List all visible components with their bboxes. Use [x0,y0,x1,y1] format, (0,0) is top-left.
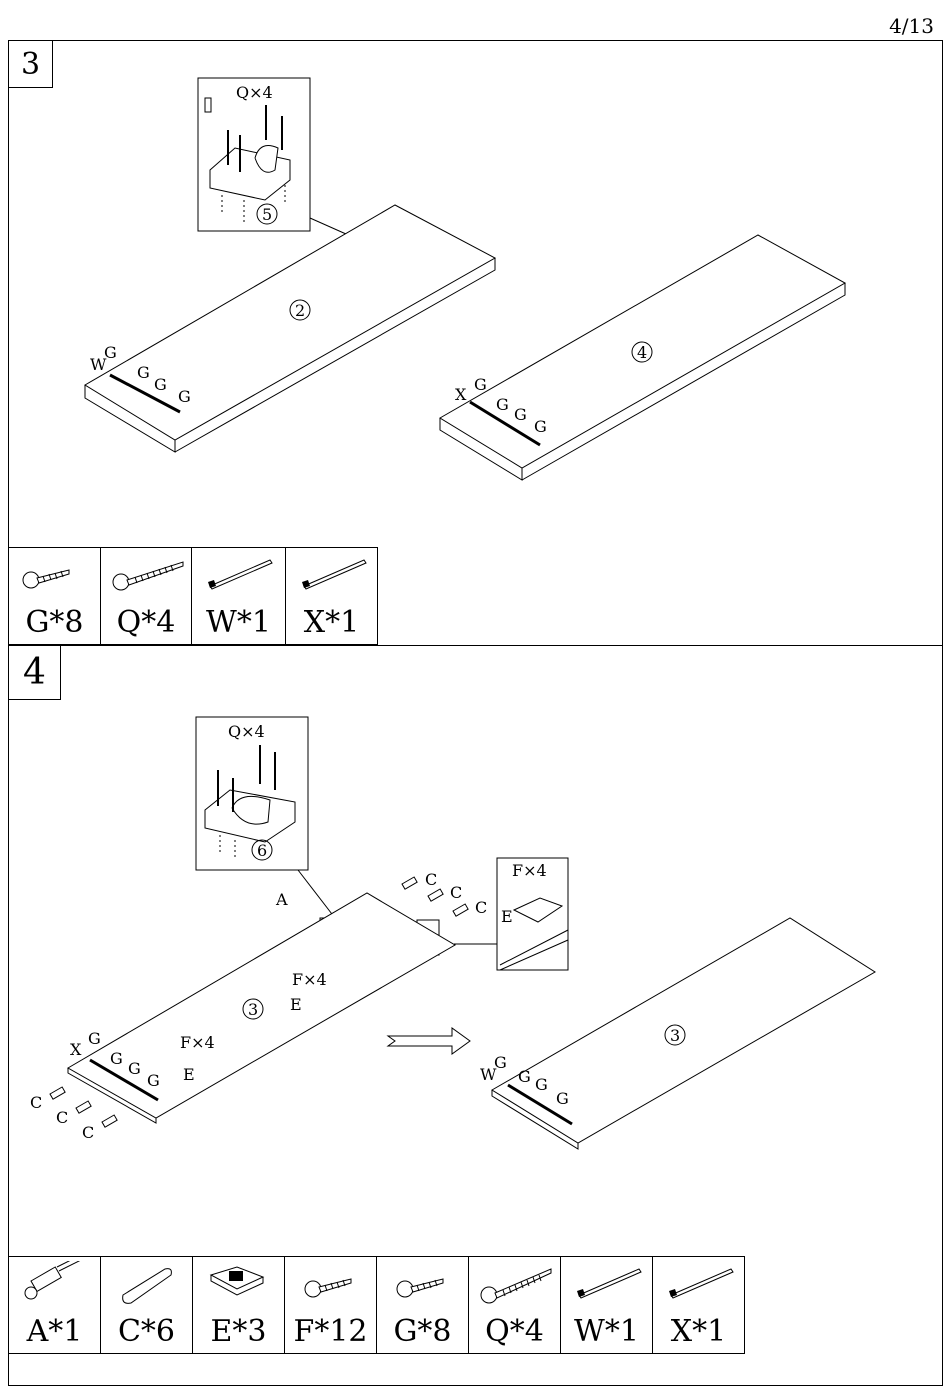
long-screw-icon [477,1261,555,1305]
label-x: X [70,1040,82,1059]
label-g: G [128,1059,141,1078]
cam-bolt-icon [17,1261,87,1301]
label-f4: F×4 [180,1033,215,1052]
part-label: W*1 [561,1317,652,1347]
label-c: C [56,1108,68,1127]
label-g: G [535,1075,548,1094]
part-a: A*1 [9,1257,101,1354]
dowel-icon [109,1261,179,1305]
hinge-callout-qty: F×4 [512,861,547,880]
label-c: C [82,1123,94,1142]
part-w: W*1 [561,1257,653,1354]
label-g: G [147,1071,160,1090]
wood-screw-icon [385,1261,445,1301]
label-g: G [494,1053,507,1072]
label-f4: F×4 [292,970,327,989]
hinge-strip-icon [569,1261,645,1301]
part-label: F*12 [285,1317,376,1347]
part-x: X*1 [653,1257,745,1354]
label-c: C [450,883,462,902]
label-a: A [275,890,288,909]
panel-3-left-label: 3 [248,1000,258,1019]
part-c: C*6 [101,1257,193,1354]
panel-3-left: 3 A C C C F×4 E F×4 E X G G G G C C C [30,870,487,1142]
step-4-parts-list: A*1 C*6 E*3 F*12 G*8 Q*4 W*1 X*1 [8,1256,745,1354]
part-e: E*3 [193,1257,285,1354]
label-c: C [425,870,437,889]
part-f: F*12 [285,1257,377,1354]
part-label: G*8 [377,1317,468,1347]
label-e: E [290,995,302,1014]
step-4-callout-part: 6 [257,841,267,860]
label-c: C [475,898,487,917]
hinge-strip-icon [661,1261,737,1301]
part-label: E*3 [193,1317,284,1347]
part-label: C*6 [101,1317,192,1347]
hinge-plate-icon [201,1261,271,1301]
label-g: G [88,1029,101,1048]
part-label: A*1 [9,1317,100,1347]
label-g: G [110,1049,123,1068]
label-e: E [183,1065,195,1084]
label-c: C [30,1093,42,1112]
flip-arrow-icon [388,1028,470,1054]
label-g: G [518,1067,531,1086]
step-4-callout-qty: Q×4 [228,722,265,741]
label-g: G [556,1089,569,1108]
part-q: Q*4 [469,1257,561,1354]
part-g: G*8 [377,1257,469,1354]
part-label: Q*4 [469,1317,560,1347]
part-label: X*1 [653,1317,744,1347]
panel-3-right-label: 3 [670,1026,680,1045]
wood-screw-icon [293,1261,353,1301]
hinge-callout-e: E [501,907,513,926]
